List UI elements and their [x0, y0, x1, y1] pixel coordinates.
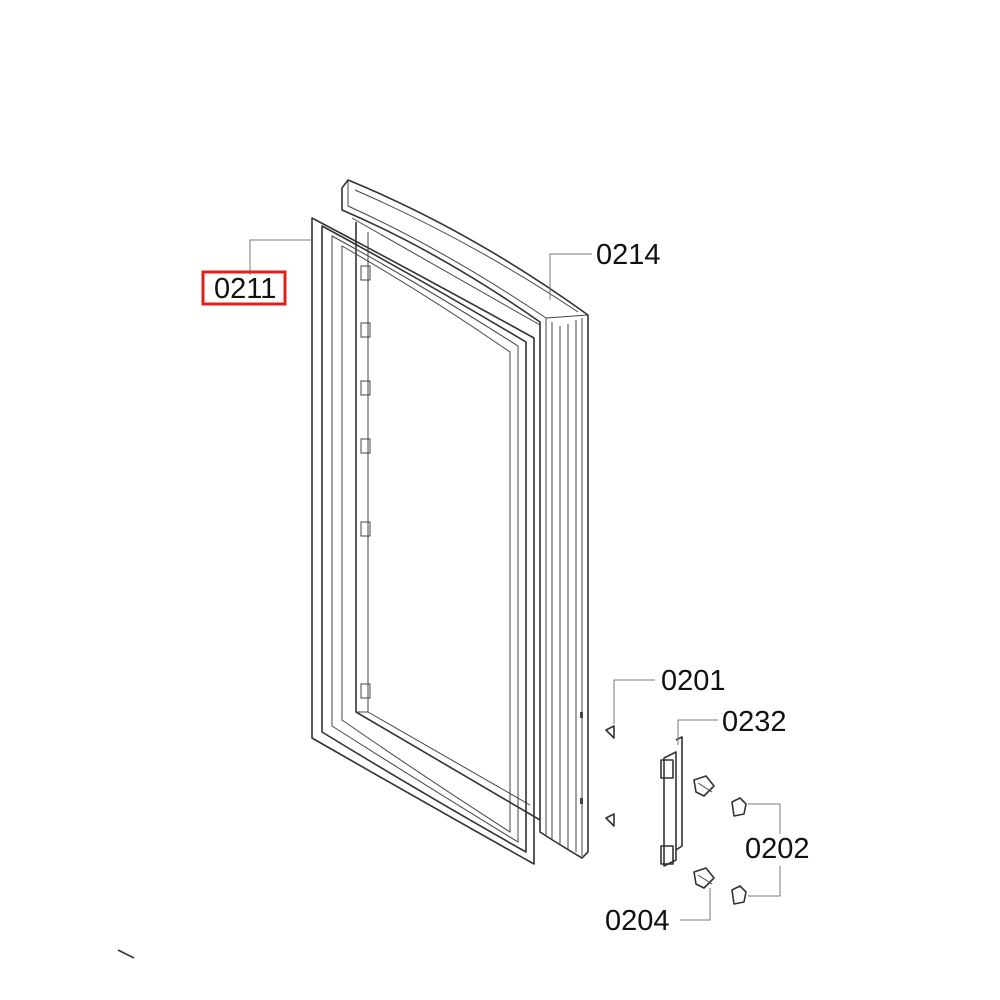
label-0204[interactable]: 0204	[605, 905, 670, 937]
stray-mark	[117, 949, 135, 959]
door-gasket-part	[311, 217, 535, 865]
screw-top-part	[605, 725, 615, 827]
door-liner-part	[341, 179, 589, 859]
label-0201[interactable]: 0201	[661, 665, 726, 697]
cap-part	[731, 797, 747, 905]
label-0214[interactable]: 0214	[596, 239, 661, 271]
bolt-part	[693, 775, 715, 889]
label-0202[interactable]: 0202	[745, 833, 810, 865]
label-0211[interactable]: 0211	[214, 273, 276, 305]
hinge-part	[660, 736, 683, 867]
leader-lines	[249, 239, 781, 921]
label-0232[interactable]: 0232	[722, 706, 787, 738]
highlight-box	[201, 270, 287, 306]
